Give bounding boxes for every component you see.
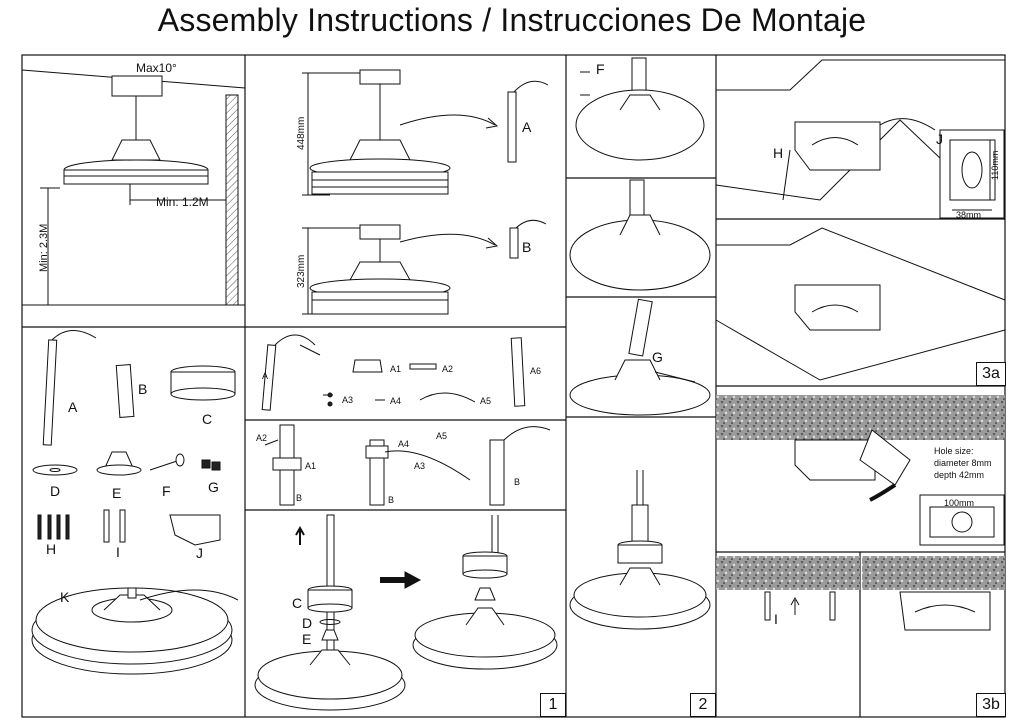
step-h-label: H — [773, 145, 784, 161]
height-long-label: 448mm — [296, 116, 307, 150]
hole-diameter-label: diameter 8mm — [934, 458, 992, 468]
assembly-a4-label: A4 — [398, 439, 410, 449]
assembly-a1-label: A1 — [305, 461, 317, 471]
bracket-width-label: 38mm — [956, 210, 982, 220]
hole-depth-label: depth 42mm — [934, 470, 985, 480]
part-c-list-label: C — [202, 411, 213, 427]
step1-part-e-label: E — [302, 631, 312, 647]
bracket-height-label: 110mm — [990, 150, 1000, 180]
assembly-b-label-2: B — [388, 495, 395, 505]
room-dimensions-diagram — [21, 69, 246, 306]
ceiling-bracket-diagram — [715, 59, 1006, 221]
step-3b-badge: 3b — [976, 693, 1006, 717]
drilling-diagram — [716, 395, 1005, 546]
bracket-plain-diagram — [715, 227, 1006, 381]
parts-list-diagram — [31, 330, 239, 675]
assembly-b-label-1: B — [296, 493, 303, 503]
assembly-a3-label: A3 — [414, 461, 426, 471]
page-title: Assembly Instructions / Instrucciones De… — [157, 2, 867, 38]
subpart-a3-label: A3 — [342, 395, 354, 405]
part-b-label: B — [522, 239, 532, 255]
anchor-bolts-diagram — [716, 556, 1005, 631]
step1-canopy-assembly-diagram — [254, 514, 558, 711]
subpart-a1-label: A1 — [390, 364, 402, 374]
bracket-j-label: J — [936, 131, 943, 147]
min-floor-label: Min: 2.3M — [38, 223, 50, 272]
step2-assembled-fan-diagram — [569, 470, 711, 630]
part-d-list-label: D — [50, 483, 61, 499]
subpart-a-label: A — [262, 371, 269, 381]
fan-height-diagram — [302, 69, 549, 315]
step-2-badge: 2 — [690, 693, 716, 717]
min-wall-label: Min: 1.2M — [156, 195, 209, 209]
assembly-b-label-3: B — [514, 477, 521, 487]
subpart-a5-label: A5 — [480, 396, 492, 406]
step-g-label: G — [652, 349, 663, 365]
subpart-a2-label: A2 — [442, 364, 454, 374]
subpart-a4-label: A4 — [390, 396, 402, 406]
max-angle-label: Max10° — [136, 61, 177, 75]
step1-part-d-label: D — [302, 615, 313, 631]
part-g-list-label: G — [208, 479, 219, 495]
part-j-list-label: J — [196, 545, 203, 561]
part-b-list-label: B — [138, 381, 148, 397]
downrod-assembly-diagram — [264, 424, 551, 506]
step-f-label: F — [596, 61, 605, 77]
hole-spacing-label: 100mm — [944, 498, 975, 508]
part-e-list-label: E — [112, 485, 122, 501]
assembly-a5-label: A5 — [436, 431, 448, 441]
downrod-parts-diagram — [261, 334, 526, 411]
part-f-list-label: F — [162, 483, 171, 499]
part-a-label: A — [522, 119, 532, 135]
subpart-a6-label: A6 — [530, 366, 542, 376]
part-k-list-label: K — [60, 589, 70, 605]
pin-insertion-diagram — [569, 57, 711, 416]
step1-part-c-label: C — [292, 595, 303, 611]
part-h-list-label: H — [46, 541, 57, 557]
step3b-i-label: I — [774, 611, 778, 627]
assembly-a2-label: A2 — [256, 433, 268, 443]
part-i-list-label: I — [116, 544, 120, 560]
part-a-list-label: A — [68, 399, 78, 415]
height-short-label: 323mm — [296, 254, 307, 288]
hole-size-title: Hole size: — [934, 446, 974, 456]
step-1-badge: 1 — [540, 693, 566, 717]
step-3a-badge: 3a — [976, 362, 1006, 386]
